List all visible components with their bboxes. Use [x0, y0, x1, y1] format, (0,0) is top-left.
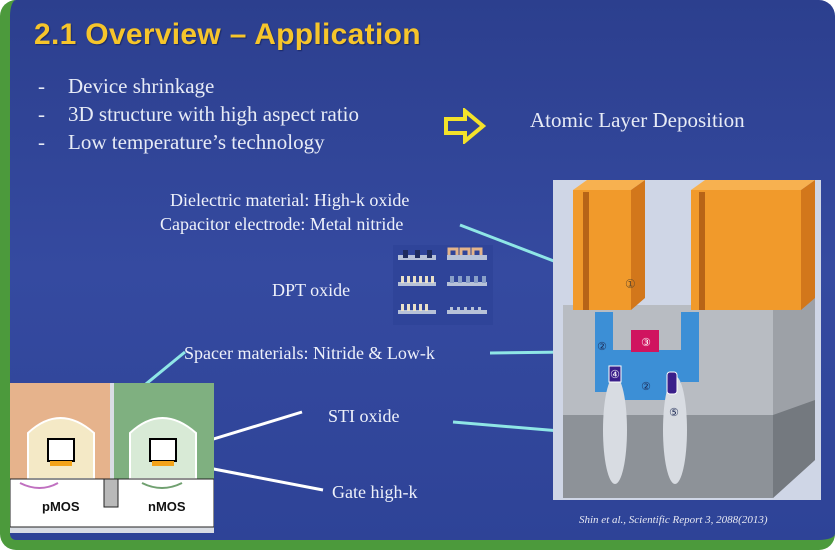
cmos-transistor-illustration: pMOS nMOS	[10, 383, 214, 533]
bullet-item: -Low temperature’s technology	[38, 130, 325, 154]
marker-2b: ②	[641, 380, 651, 393]
label-dpt: DPT oxide	[272, 280, 351, 300]
marker-1: ①	[625, 277, 636, 291]
marker-5: ⑤	[669, 406, 679, 419]
bullet-item: -3D structure with high aspect ratio	[38, 102, 360, 126]
marker-2a: ②	[597, 340, 607, 353]
label-sti: STI oxide	[328, 406, 400, 426]
ald-text: Atomic Layer Deposition	[530, 108, 745, 132]
label-dielectric: Dielectric material: High-k oxide	[170, 190, 410, 210]
label-gate: Gate high-k	[332, 482, 418, 502]
pmos-label: pMOS	[42, 499, 80, 514]
marker-3: ③	[641, 336, 651, 349]
label-spacer: Spacer materials: Nitride & Low-k	[184, 343, 435, 363]
dpt-pattern-illustration	[393, 245, 493, 325]
label-capacitor: Capacitor electrode: Metal nitride	[160, 214, 404, 234]
citation: Shin et al., Scientific Report 3, 2088(2…	[579, 514, 768, 526]
marker-4: ④	[610, 368, 620, 381]
slide-title: 2.1 Overview – Application	[34, 18, 421, 51]
bullet-item: -Device shrinkage	[38, 74, 215, 98]
dram-3d-structure-illustration: ① ② ③ ④ ② ⑤	[553, 180, 821, 500]
bullet-list: -Device shrinkage -3D structure with hig…	[38, 72, 359, 156]
nmos-label: nMOS	[148, 499, 186, 514]
right-arrow-icon	[444, 108, 487, 144]
